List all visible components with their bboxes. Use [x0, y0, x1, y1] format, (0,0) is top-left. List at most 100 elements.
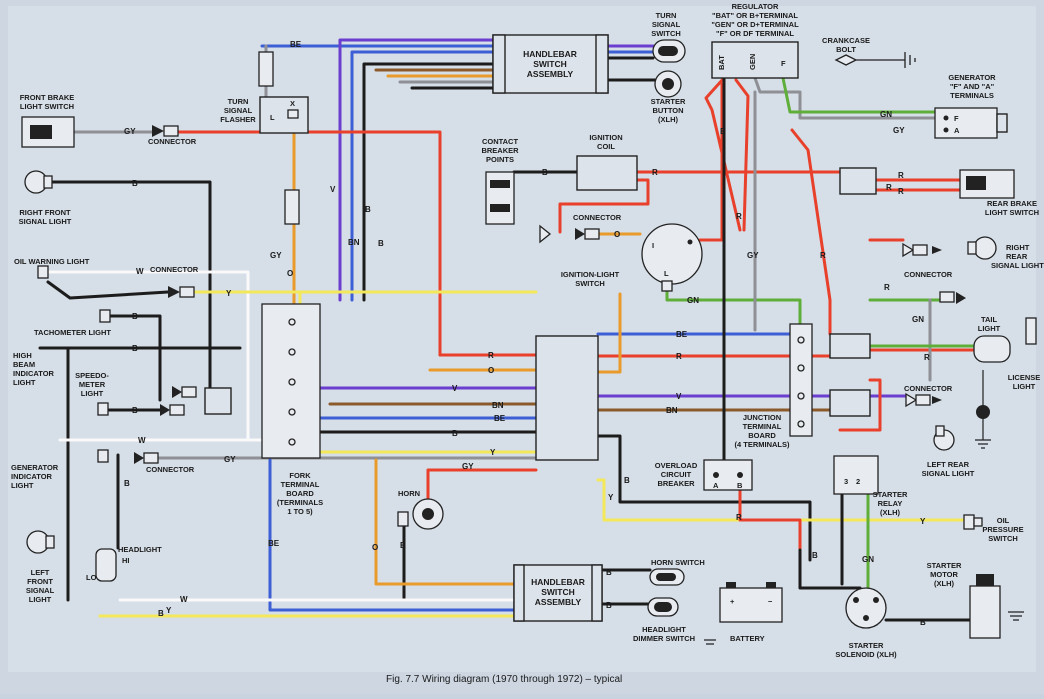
svg-text:X: X	[290, 99, 295, 108]
wire-code-label: Y	[226, 289, 232, 298]
wire-code-label: O	[287, 269, 293, 278]
wire-code-label: W	[180, 595, 188, 604]
battery: + − BATTERY	[704, 582, 783, 645]
rear-connectors: CONNECTOR	[902, 242, 966, 304]
regulator: REGULATOR"BAT" OR B+TERMINAL"GEN" OR D+T…	[711, 2, 799, 79]
svg-text:B: B	[737, 481, 743, 490]
svg-text:GENERATOR"F" AND "A"TERMINALS: GENERATOR"F" AND "A"TERMINALS	[948, 73, 996, 100]
wire-code-label: O	[372, 543, 378, 552]
wire-o	[374, 458, 516, 586]
wire-code-label: GY	[270, 251, 282, 260]
figure-caption: Fig. 7.7 Wiring diagram (1970 through 19…	[386, 674, 622, 685]
wire-w	[46, 270, 250, 442]
wire-code-label: V	[330, 185, 336, 194]
wire-r	[838, 378, 882, 432]
wire-code-label: W	[136, 267, 144, 276]
wire-code-label: B	[132, 179, 138, 188]
svg-text:L: L	[664, 269, 669, 278]
svg-text:BATTERY: BATTERY	[730, 634, 765, 643]
wire-code-label: B	[920, 618, 926, 627]
wire-code-label: R	[488, 351, 494, 360]
wire-code-label: Y	[490, 448, 496, 457]
svg-text:A: A	[713, 481, 719, 490]
wire-v	[338, 38, 495, 302]
svg-text:−: −	[768, 597, 773, 606]
wire-r	[790, 128, 832, 336]
wire-code-label: BE	[290, 40, 302, 49]
wire-code-label: B	[720, 127, 726, 136]
wire-r	[426, 468, 538, 502]
wire-code-label: GY	[893, 126, 905, 135]
wire-code-label: R	[884, 283, 890, 292]
svg-text:HEADLIGHT: HEADLIGHT	[118, 545, 162, 554]
wire-code-label: BN	[666, 406, 678, 415]
wire-code-label: B	[158, 609, 164, 618]
wire-code-label: B	[378, 239, 384, 248]
wire-code-label: V	[452, 384, 458, 393]
wire-code-label: BE	[494, 414, 506, 423]
wire-code-label: B	[606, 568, 612, 577]
svg-text:CONNECTOR: CONNECTOR	[573, 213, 622, 222]
svg-text:F: F	[781, 59, 786, 68]
svg-text:3: 3	[844, 477, 848, 486]
wire-r	[704, 76, 742, 232]
horn: HORN	[397, 489, 444, 530]
wire-b	[798, 548, 862, 590]
wire-code-label: Y	[920, 517, 926, 526]
generator: GENERATOR"F" AND "A"TERMINALS F A	[934, 73, 1008, 139]
svg-text:TACHOMETER LIGHT: TACHOMETER LIGHT	[34, 328, 111, 337]
wire-layer	[38, 38, 976, 622]
wire-code-label: B	[124, 479, 130, 488]
wire-r	[698, 82, 724, 242]
svg-text:L: L	[270, 113, 275, 122]
wire-b	[46, 180, 212, 402]
wire-code-label: BE	[268, 539, 280, 548]
wire-code-label: R	[736, 212, 742, 221]
svg-text:A: A	[954, 126, 960, 135]
wire-b	[108, 314, 162, 402]
wire-code-label: R	[652, 168, 658, 177]
wire-gy	[753, 76, 937, 120]
oil-warning-light: OIL WARNING LIGHT	[14, 257, 90, 279]
wire-code-label: B	[132, 406, 138, 415]
svg-text:CONNECTOR: CONNECTOR	[904, 270, 953, 279]
wire-code-label: V	[676, 392, 682, 401]
svg-text:GEN: GEN	[748, 54, 757, 70]
wire-code-label: R	[886, 183, 892, 192]
svg-text:HI: HI	[122, 556, 130, 565]
junction-connector: CONNECTOR	[904, 384, 953, 408]
svg-text:F: F	[954, 114, 959, 123]
wire-code-label: GN	[912, 315, 924, 324]
wire-code-label: GN	[862, 555, 874, 564]
svg-text:HORN SWITCH: HORN SWITCH	[651, 558, 705, 567]
svg-text:CONNECTOR: CONNECTOR	[148, 137, 197, 146]
